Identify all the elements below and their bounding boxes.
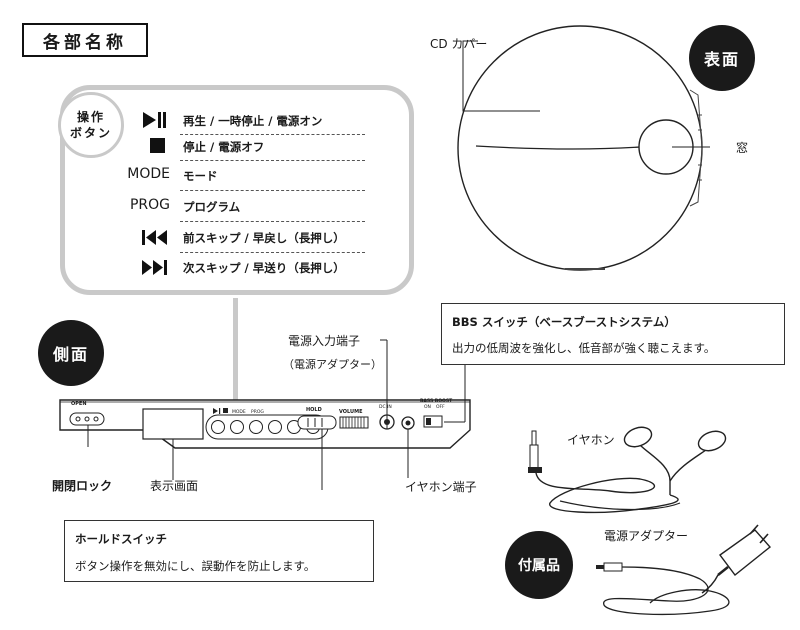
operation-row-next: 次スキップ / 早送り（長押し） <box>60 258 380 282</box>
bass-on-label: ON <box>424 405 431 410</box>
row-divider <box>180 134 365 135</box>
bbs-switch-callout: BBS スイッチ（ベースブーストシステム） 出力の低周波を強化し、低音部が強く聴… <box>441 303 785 365</box>
earphones-label: イヤホン <box>567 433 615 447</box>
operation-row-prev: 前スキップ / 早戻し（長押し） <box>60 228 380 252</box>
row-divider <box>180 252 365 253</box>
display-label: 表示画面 <box>150 479 199 493</box>
prog-symbol: PROG <box>129 197 170 213</box>
accessories-badge: 付属品 <box>505 531 573 599</box>
prev-description: 前スキップ / 早戻し（長押し） <box>183 231 345 245</box>
hold-switch-callout: ホールドスイッチ ボタン操作を無効にし、誤動作を防止します。 <box>64 520 374 582</box>
window-label: 窓 <box>736 141 749 155</box>
skip-forward-icon <box>60 258 170 282</box>
play-pause-icon <box>60 110 170 134</box>
stop-description: 停止 / 電源オフ <box>183 140 265 154</box>
earphones-illustration <box>528 426 727 514</box>
cd-player-side-illustration <box>59 339 471 490</box>
panel-connector-line <box>233 298 238 400</box>
open-lock-label: 開閉ロック <box>52 479 113 493</box>
earphone-jack-label: イヤホン端子 <box>405 480 477 494</box>
prog-description: プログラム <box>183 200 241 214</box>
page-title: 各部名称 <box>22 23 148 57</box>
bass-boost-label: BASS BOOST <box>420 399 453 404</box>
adapter-label: 電源アダプター <box>604 529 689 543</box>
operation-badge-line2: ボタン <box>69 126 112 140</box>
volume-label: VOLUME <box>339 409 363 415</box>
operation-row-play: 再生 / 一時停止 / 電源オン <box>60 110 380 134</box>
bbs-switch-heading: BBS スイッチ（ベースブーストシステム） <box>452 315 676 329</box>
open-label: OPEN <box>71 401 87 407</box>
operation-badge-line1: 操作 <box>76 110 105 124</box>
side-badge: 側面 <box>38 320 104 386</box>
ac-adapter-illustration <box>596 524 772 616</box>
hold-switch-description: ボタン操作を無効にし、誤動作を防止します。 <box>75 559 316 573</box>
mode-small-label: MODE <box>232 410 246 415</box>
cd-player-front-illustration <box>457 25 710 271</box>
mode-description: モード <box>183 169 218 183</box>
operation-buttons-badge: 操作 ボタン <box>58 92 124 158</box>
mode-symbol: MODE <box>127 166 170 182</box>
power-input-label: 電源入力端子 <box>288 334 361 348</box>
front-badge: 表面 <box>689 25 755 91</box>
operation-row-mode: MODE モード <box>60 166 380 190</box>
hold-label: HOLD <box>306 407 322 413</box>
row-divider <box>180 221 365 222</box>
stop-icon <box>60 136 170 160</box>
hold-switch-heading: ホールドスイッチ <box>75 532 167 546</box>
operation-row-stop: 停止 / 電源オフ <box>60 136 380 160</box>
next-description: 次スキップ / 早送り（長押し） <box>183 261 345 275</box>
dc-in-label: DC IN <box>379 405 392 410</box>
operation-row-prog: PROG プログラム <box>60 197 380 221</box>
bbs-switch-description: 出力の低周波を強化し、低音部が強く聴こえます。 <box>452 341 716 355</box>
row-divider <box>180 190 365 191</box>
skip-back-icon <box>60 228 170 252</box>
row-divider <box>180 160 365 161</box>
cd-cover-label: CD カバー <box>430 37 488 51</box>
power-input-sublabel: （電源アダプター） <box>283 358 382 371</box>
prog-small-label: PROG <box>251 410 264 415</box>
play-pause-description: 再生 / 一時停止 / 電源オン <box>183 114 323 128</box>
bass-off-label: OFF <box>436 405 445 410</box>
